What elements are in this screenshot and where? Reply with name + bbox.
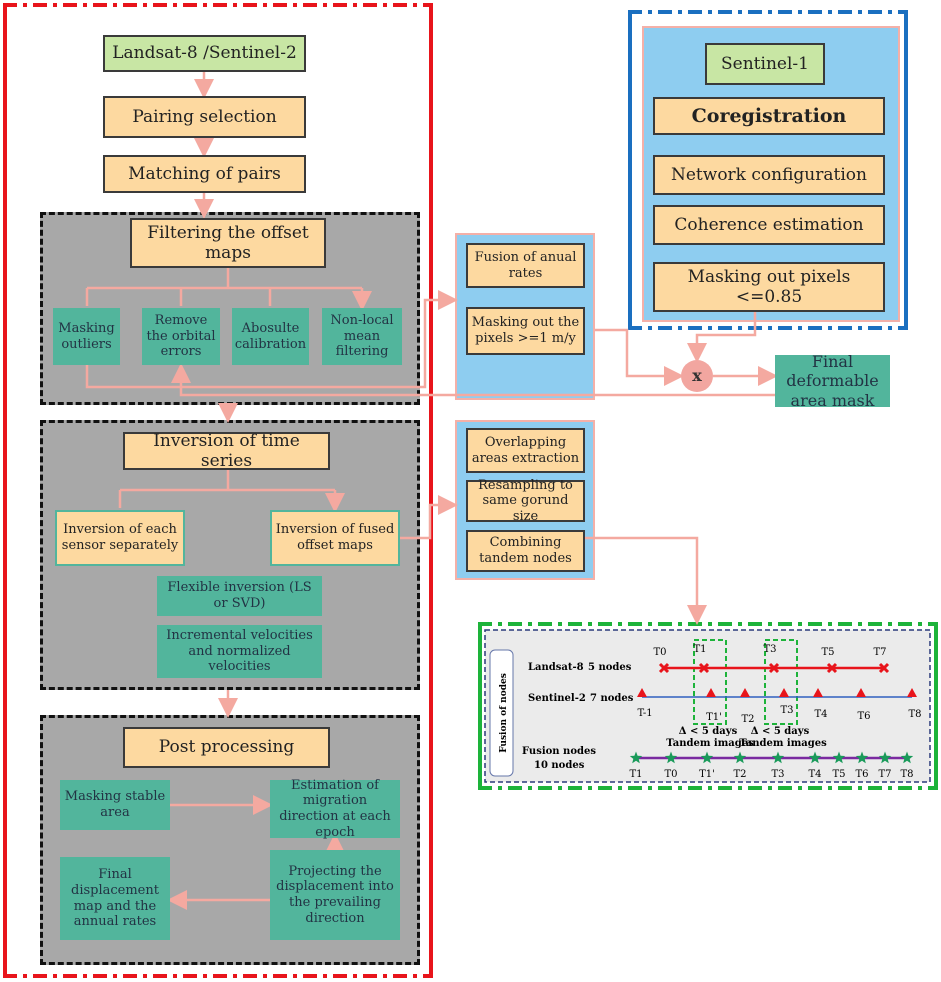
sentinel2-node-triangle-icon	[706, 688, 716, 697]
landsat8-label: Landsat-8	[528, 662, 584, 673]
multiply-node: x	[681, 360, 713, 392]
tandem-delta-2: Δ < 5 days	[751, 726, 810, 737]
nonlocal-mean-filtering-box: Non-local mean filtering	[322, 308, 402, 365]
fusion-node-star-icon	[832, 751, 846, 764]
estimation-direction-box: Estimation of migration direction at eac…	[270, 778, 400, 840]
fusion-node-label: T1'	[699, 769, 715, 780]
sentinel2-node-triangle-icon	[740, 688, 750, 697]
sentinel2-node-triangle-icon	[813, 688, 823, 697]
fusion-node-star-icon	[900, 751, 914, 764]
masking-pixels-085-box: Masking out pixels <=0.85	[653, 262, 885, 312]
coregistration-box: Coregistration	[653, 97, 885, 135]
landsat8-count: 5 nodes	[588, 662, 632, 673]
sentinel2-node-label: T1'	[706, 712, 722, 723]
post-processing-title: Post processing	[123, 727, 330, 768]
landsat8-node-cross-icon	[878, 662, 890, 674]
final-deformable-mask-box: Final deformable area mask	[775, 352, 890, 410]
matching-pairs-box: Matching of pairs	[103, 155, 306, 193]
sentinel2-node-triangle-icon	[856, 688, 866, 697]
sentinel2-node-label: T8	[908, 709, 921, 720]
landsat8-node-label: T1	[693, 644, 706, 655]
fusion-node-label: T3	[771, 769, 784, 780]
resampling-box: Resampling to same gorund size	[466, 478, 585, 524]
landsat8-node-label: T5	[821, 647, 834, 658]
fusion-annual-rates-box: Fusion of anual rates	[466, 243, 585, 288]
inversion-fused-box: Inversion of fused offset maps	[270, 510, 400, 566]
fusion-node-star-icon	[700, 751, 714, 764]
fusion-node-star-icon	[771, 751, 785, 764]
filtering-title: Filtering the offset maps	[130, 218, 326, 268]
fusion-nodes-count: 10 nodes	[534, 760, 585, 771]
flexible-inversion-box: Flexible inversion (LS or SVD)	[157, 576, 322, 616]
landsat8-node-label: T7	[873, 647, 886, 658]
sentinel2-node-triangle-icon	[779, 688, 789, 697]
masking-pixels-1my-box: Masking out the pixels >=1 m/y	[466, 307, 585, 355]
landsat8-node-cross-icon	[698, 662, 710, 674]
fusion-node-label: T4	[808, 769, 821, 780]
tandem-label-1: Tandem images	[666, 738, 754, 749]
sentinel2-node-label: T3	[780, 705, 793, 716]
network-configuration-box: Network configuration	[653, 155, 885, 195]
inversion-title: Inversion of time series	[123, 431, 330, 471]
tandem-box-2	[764, 639, 798, 725]
fusion-node-label: T6	[855, 769, 868, 780]
fusion-node-star-icon	[733, 751, 747, 764]
fusion-node-label: T2	[733, 769, 746, 780]
landsat8-node-cross-icon	[826, 662, 838, 674]
sentinel2-label: Sentinel-2	[528, 693, 586, 704]
fusion-node-star-icon	[808, 751, 822, 764]
projecting-displacement-box: Projecting the displacement into the pre…	[270, 850, 400, 940]
tandem-label-2: Tandem images	[739, 738, 827, 749]
sentinel2-node-label: T6	[857, 711, 870, 722]
pairing-selection-box: Pairing selection	[103, 96, 306, 138]
final-displacement-box: Final displacement map and the annual ra…	[60, 857, 170, 940]
masking-stable-area-box: Masking stable area	[60, 780, 170, 830]
landsat-sentinel2-source: Landsat-8 /Sentinel-2	[103, 35, 306, 72]
sentinel2-node-label: T2	[741, 714, 754, 725]
landsat8-node-cross-icon	[768, 662, 780, 674]
landsat8-node-label: T0	[653, 647, 666, 658]
combining-tandem-box: Combining tandem nodes	[466, 530, 585, 572]
inversion-each-sensor-box: Inversion of each sensor separately	[55, 510, 185, 566]
overlap-extraction-box: Overlapping areas extraction	[466, 428, 585, 473]
tandem-box-1	[693, 639, 727, 725]
masking-outliers-box: Masking outliers	[53, 308, 120, 365]
sentinel2-count: 7 nodes	[590, 693, 634, 704]
sentinel2-node-triangle-icon	[907, 688, 917, 697]
fusion-node-star-icon	[629, 751, 643, 764]
sentinel2-node-triangle-icon	[637, 688, 647, 697]
tandem-delta-1: Δ < 5 days	[679, 726, 738, 737]
coherence-estimation-box: Coherence estimation	[653, 205, 885, 245]
fusion-node-star-icon	[855, 751, 869, 764]
fusion-node-star-icon	[664, 751, 678, 764]
fusion-node-label: T8	[900, 769, 913, 780]
sentinel2-node-label: T4	[814, 709, 827, 720]
fusion-node-label: T5	[832, 769, 845, 780]
remove-orbital-errors-box: Remove the orbital errors	[142, 308, 220, 365]
fusion-node-star-icon	[878, 751, 892, 764]
incremental-velocities-box: Incremental velocities and normalized ve…	[157, 625, 322, 678]
fusion-nodes-label: Fusion nodes	[522, 746, 596, 757]
landsat8-node-label: T3	[763, 644, 776, 655]
fusion-node-label: T1	[629, 769, 642, 780]
absolute-calibration-box: Abosulte calibration	[232, 308, 309, 365]
landsat8-node-cross-icon	[658, 662, 670, 674]
fusion-node-label: T0	[664, 769, 677, 780]
fusion-of-nodes-label: Fusion of nodes	[499, 673, 509, 753]
sentinel1-source: Sentinel-1	[705, 43, 825, 85]
sentinel2-node-label: T-1	[637, 708, 652, 719]
fusion-node-label: T7	[878, 769, 891, 780]
